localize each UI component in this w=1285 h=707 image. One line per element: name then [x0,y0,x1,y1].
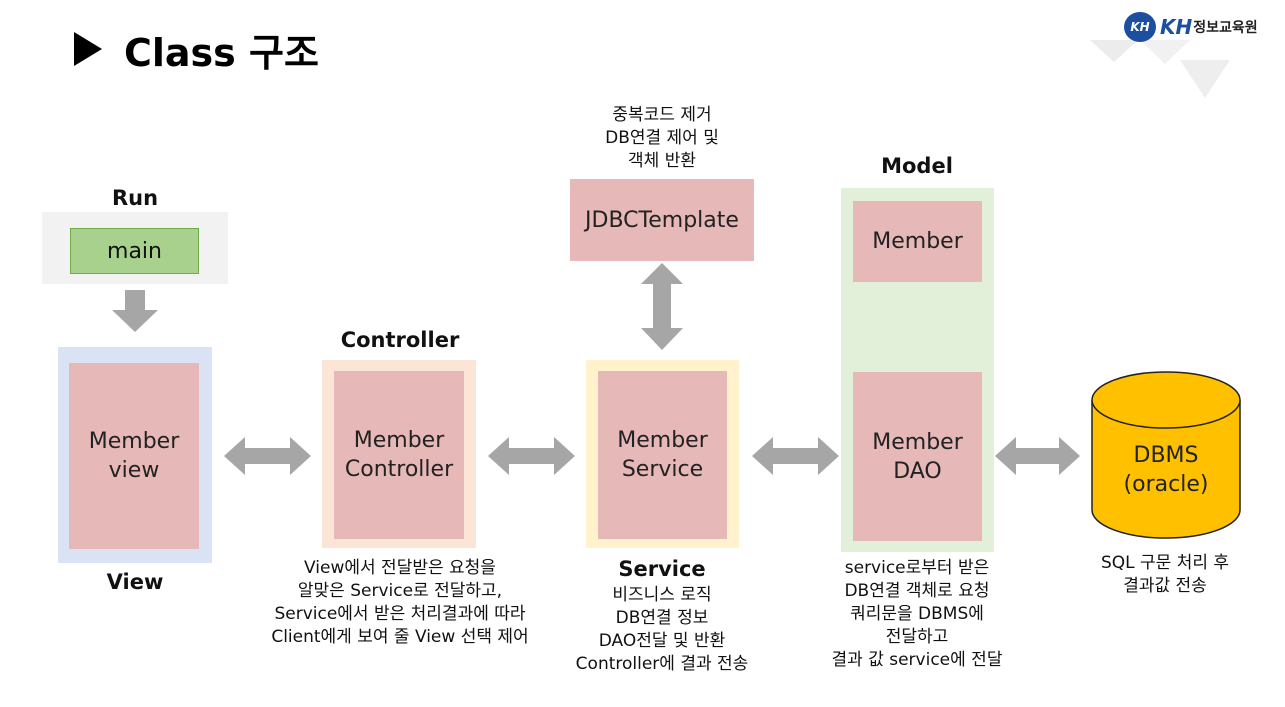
controller-service-arrow [488,437,575,475]
run-label: Run [111,186,159,210]
service-description: 비즈니스 로직 DB연결 정보 DAO전달 및 반환 Controller에 결… [575,585,749,674]
logo-name-text: 정보교육원 [1193,20,1258,36]
view-controller-arrow [224,437,311,475]
view-container: Member view [58,347,212,563]
controller-description: View에서 전달받은 요청을 알맞은 Service로 전달하고, Servi… [271,558,529,647]
logo-badge-icon: KH [1124,12,1156,42]
main-box: main [70,228,199,274]
decorative-triangles [1090,40,1230,98]
page-title: Class 구조 [74,24,319,75]
member-service-box: Member Service [598,371,727,539]
member-view-box: Member view [69,363,199,549]
controller-label: Controller [340,328,460,352]
controller-container: Member Controller [322,360,476,548]
model-label: Model [881,154,953,178]
logo: KH KH 정보교육원 [1124,12,1258,42]
run-container: main [42,212,228,284]
dao-dbms-arrow [995,437,1080,475]
dbms-label: DBMS (oracle) [1123,443,1209,497]
model-description: service로부터 받은 DB연결 객체로 요청 쿼리문을 DBMS에 전달하… [831,558,1003,670]
jdbc-template-box: JDBCTemplate [570,179,754,261]
service-dao-arrow [752,437,839,475]
dbms-description: SQL 구문 처리 후 결과값 전송 [1100,553,1230,596]
service-label: Service [618,557,706,581]
model-container: Member Member DAO [841,188,994,552]
member-controller-box: Member Controller [334,371,464,539]
dbms-cylinder-icon [1091,371,1241,539]
member-dao-box: Member DAO [853,372,982,541]
jdbc-description: 중복코드 제거 DB연결 제어 및 객체 반환 [605,105,719,171]
jdbc-service-arrow [641,263,683,350]
member-box: Member [853,201,982,282]
title-bullet-icon [74,32,102,66]
run-to-view-arrow [112,290,158,332]
logo-kh-text: KH [1160,15,1193,39]
service-container: Member Service [586,360,739,548]
page-title-text: Class 구조 [124,30,319,75]
view-label: View [106,570,164,594]
